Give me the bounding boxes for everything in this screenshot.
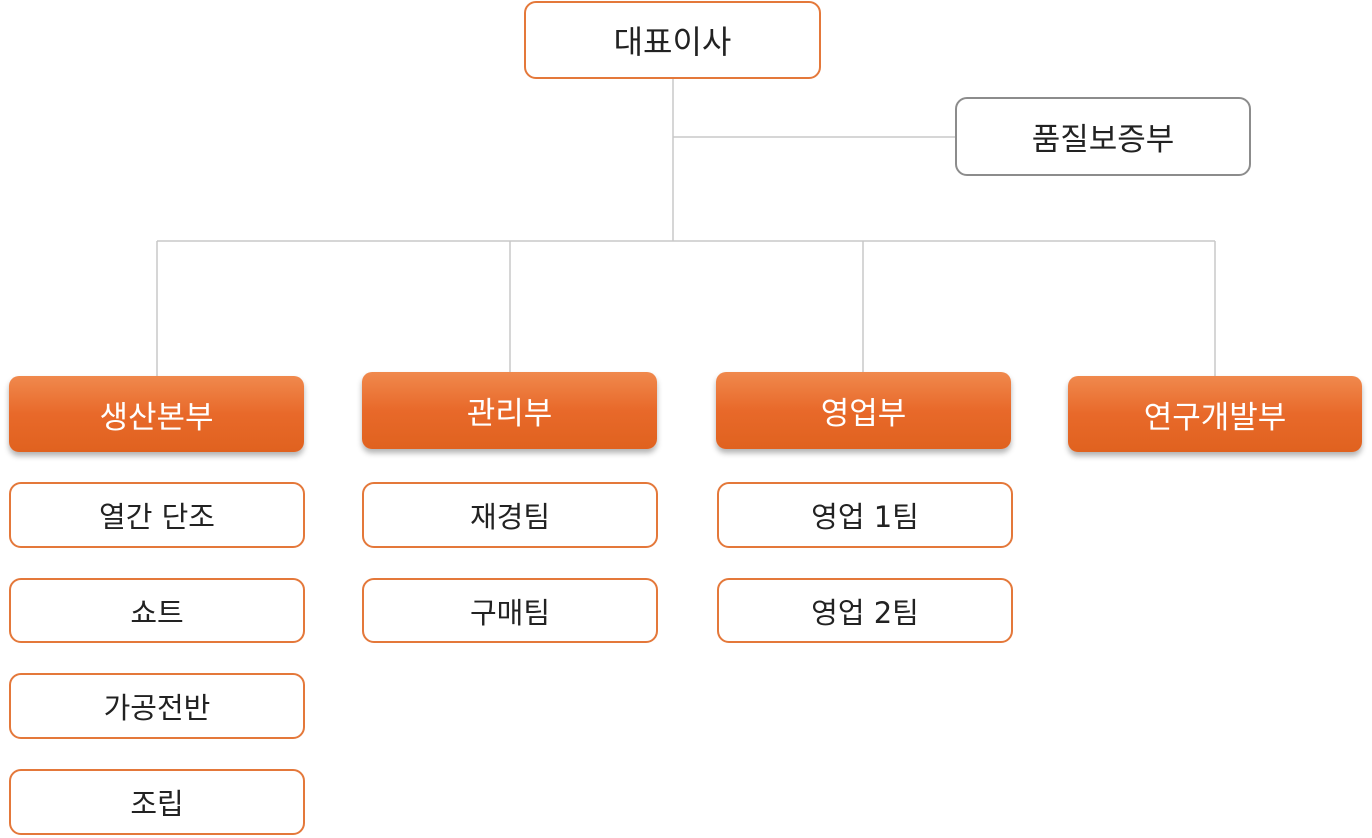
dept-rnd-box: 연구개발부 [1068, 376, 1362, 452]
dept-management-box: 관리부 [362, 372, 657, 449]
dept-management-label: 관리부 [466, 396, 553, 432]
dept-production-box: 생산본부 [9, 376, 304, 452]
team-box: 영업 1팀 [717, 482, 1013, 548]
team-label: 쇼트 [130, 595, 184, 630]
team-box: 열간 단조 [9, 482, 305, 548]
team-box: 영업 2팀 [717, 578, 1013, 643]
dept-production-label: 생산본부 [99, 399, 214, 436]
team-label: 재경팀 [469, 500, 551, 534]
team-label: 가공전반 [103, 691, 211, 725]
dept-sales-box: 영업부 [716, 372, 1011, 449]
dept-rnd-label: 연구개발부 [1143, 399, 1287, 436]
dept-sales-label: 영업부 [820, 396, 907, 432]
team-label: 영업 2팀 [811, 595, 919, 630]
quality-assurance-label: 품질보증부 [1031, 122, 1175, 158]
team-box: 가공전반 [9, 673, 305, 739]
team-box: 쇼트 [9, 578, 305, 643]
team-label: 열간 단조 [99, 500, 215, 534]
team-label: 영업 1팀 [811, 500, 919, 534]
team-box: 구매팀 [362, 578, 658, 643]
team-label: 구매팀 [469, 595, 551, 630]
ceo-label: 대표이사 [613, 23, 732, 61]
team-label: 조립 [130, 787, 184, 821]
team-box: 재경팀 [362, 482, 658, 548]
team-box: 조립 [9, 769, 305, 835]
quality-assurance-box: 품질보증부 [955, 97, 1251, 176]
ceo-box: 대표이사 [524, 1, 821, 79]
